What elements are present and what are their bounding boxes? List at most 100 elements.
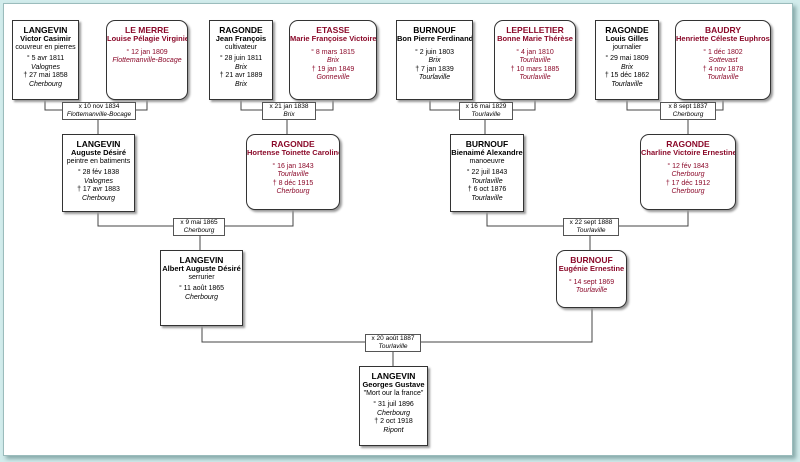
birth-date: ° 22 juil 1843 (466, 169, 508, 176)
person-card[interactable]: ETASSE Marie Françoise Victoire ° 8 mars… (289, 20, 377, 100)
death-place: Gonneville (316, 74, 350, 81)
birth-date: ° 8 mars 1815 (311, 48, 355, 56)
birth-date: ° 14 sept 1869 (568, 278, 615, 286)
death-date: † 8 déc 1915 (272, 179, 314, 187)
given-name: Auguste Désiré (70, 148, 127, 157)
surname: LANGEVIN (23, 25, 68, 35)
person-card[interactable]: BURNOUF Bon Pierre Ferdinand ° 2 juin 18… (396, 20, 473, 100)
birth-place: Sottevast (708, 57, 738, 64)
marriage-place: Tourlaville (471, 110, 501, 118)
death-date: † 17 déc 1912 (665, 179, 711, 187)
death-place: Cherbourg (81, 194, 116, 202)
surname: BAUDRY (704, 25, 742, 35)
given-name: Victor Casimir (20, 34, 71, 43)
given-name: Hortense Toinette Caroline (247, 148, 340, 157)
birth-place: Cherbourg (671, 171, 705, 178)
marriage-date: x 20 août 1887 (371, 335, 415, 342)
surname: RAGONDE (219, 25, 263, 35)
person-card[interactable]: LE MERRE Louise Pélagie Virginie ° 12 ja… (106, 20, 188, 100)
birth-place: Valognes (31, 63, 60, 71)
birth-place: Flottemanville-Bocage (112, 57, 182, 64)
birth-place: Cherbourg (184, 293, 219, 301)
death-place: Tourlaville (418, 74, 451, 81)
birth-date: ° 31 juil 1896 (373, 401, 414, 408)
marriage-label: x 9 mai 1865 Cherbourg (173, 218, 225, 236)
occupation: cultivateur (225, 43, 257, 51)
person-card[interactable]: LEPELLETIER Bonne Marie Thérèse ° 4 jan … (494, 20, 576, 100)
given-name: Bonne Marie Thérèse (497, 34, 573, 43)
person-card[interactable]: RAGONDE Louis Gilles journalier ° 29 mai… (595, 20, 659, 100)
birth-date: ° 29 mai 1809 (605, 55, 649, 62)
marriage-place: Tourlaville (378, 342, 408, 350)
given-name: Marie Françoise Victoire (290, 34, 377, 43)
person-card[interactable]: RAGONDE Jean François cultivateur ° 28 j… (209, 20, 273, 100)
marriage-date: x 9 mai 1865 (180, 219, 218, 226)
death-date: † 19 jan 1849 (311, 65, 355, 73)
person-card[interactable]: BAUDRY Henriette Céleste Euphrosine ° 1 … (675, 20, 771, 100)
marriage-label: x 10 nov 1834 Flottemanville-Bocage (62, 102, 136, 120)
person-card[interactable]: LANGEVIN Albert Auguste Désiré serrurier… (160, 250, 243, 326)
given-name: Albert Auguste Désiré (162, 264, 241, 273)
marriage-date: x 16 mai 1829 (465, 103, 507, 110)
marriage-place: Flottemanville-Bocage (66, 110, 132, 118)
birth-place: Brix (428, 57, 441, 64)
person-card[interactable]: RAGONDE Hortense Toinette Caroline ° 16 … (246, 134, 340, 210)
marriage-label: x 22 sept 1888 Tourlaville (563, 218, 619, 236)
surname: LANGEVIN (371, 371, 416, 381)
birth-place: Tourlaville (519, 57, 551, 64)
surname: BURNOUF (465, 139, 509, 149)
marriage-place: Cherbourg (672, 110, 704, 118)
person-card[interactable]: LANGEVIN Auguste Désiré peintre en batim… (62, 134, 135, 212)
given-name: Bon Pierre Ferdinand (397, 34, 473, 43)
death-date: † 27 mai 1858 (23, 72, 68, 79)
person-card[interactable]: BURNOUF Bienaimé Alexandre manoeuvre ° 2… (450, 134, 524, 212)
death-date: † 4 nov 1878 (702, 65, 744, 73)
marriage-place: Brix (283, 110, 295, 118)
surname: BURNOUF (570, 255, 613, 265)
person-card[interactable]: LANGEVIN Georges Gustave "Mort our la fr… (359, 366, 428, 446)
given-name: Louis Gilles (605, 34, 649, 43)
marriage-date: x 21 jan 1838 (269, 103, 309, 110)
birth-place: Tourlaville (471, 177, 503, 185)
birth-date: ° 4 jan 1810 (516, 48, 554, 56)
death-place: Cherbourg (28, 80, 63, 88)
death-place: Tourlaville (471, 194, 503, 202)
marriage-date: x 10 nov 1834 (78, 103, 120, 110)
given-name: Georges Gustave (362, 380, 425, 389)
death-place: Cherbourg (671, 188, 705, 195)
given-name: Bienaimé Alexandre (451, 148, 523, 157)
birth-place: Tourlaville (277, 171, 309, 178)
surname: BURNOUF (413, 25, 456, 35)
given-name: Charline Victoire Ernestine (641, 148, 736, 157)
death-date: † 10 mars 1885 (510, 65, 560, 73)
surname: RAGONDE (605, 25, 649, 35)
marriage-place: Tourlaville (576, 226, 606, 234)
person-card[interactable]: LANGEVIN Victor Casimir couvreur en pier… (12, 20, 79, 100)
surname: RAGONDE (271, 139, 315, 149)
occupation: peintre en batiments (66, 157, 131, 165)
death-place: Ripont (383, 426, 404, 434)
surname: LEPELLETIER (506, 25, 564, 35)
birth-date: ° 12 fév 1843 (667, 162, 709, 170)
birth-date: ° 5 avr 1811 (26, 55, 65, 62)
birth-date: ° 28 juin 1811 (219, 55, 263, 62)
birth-date: ° 11 août 1865 (178, 285, 225, 292)
birth-date: ° 1 déc 1802 (703, 48, 743, 56)
marriage-label: x 21 jan 1838 Brix (262, 102, 316, 120)
occupation: journalier (612, 43, 642, 51)
birth-date: ° 16 jan 1843 (272, 162, 314, 170)
marriage-label: x 16 mai 1829 Tourlaville (459, 102, 513, 120)
person-card[interactable]: BURNOUF Eugénie Ernestine ° 14 sept 1869… (556, 250, 627, 308)
birth-date: ° 28 fév 1838 (77, 169, 120, 176)
given-name: Jean François (215, 34, 267, 43)
surname: RAGONDE (666, 139, 710, 149)
death-place: Tourlaville (707, 74, 739, 81)
person-card[interactable]: RAGONDE Charline Victoire Ernestine ° 12… (640, 134, 736, 210)
birth-date: ° 2 juin 1803 (415, 48, 454, 56)
death-place: Cherbourg (276, 188, 310, 195)
occupation: "Mort our la france" (363, 389, 424, 397)
birth-place: Valognes (84, 177, 113, 185)
death-date: † 2 oct 1918 (374, 418, 413, 425)
death-date: † 15 déc 1862 (604, 72, 650, 79)
marriage-date: x 22 sept 1888 (569, 219, 613, 226)
